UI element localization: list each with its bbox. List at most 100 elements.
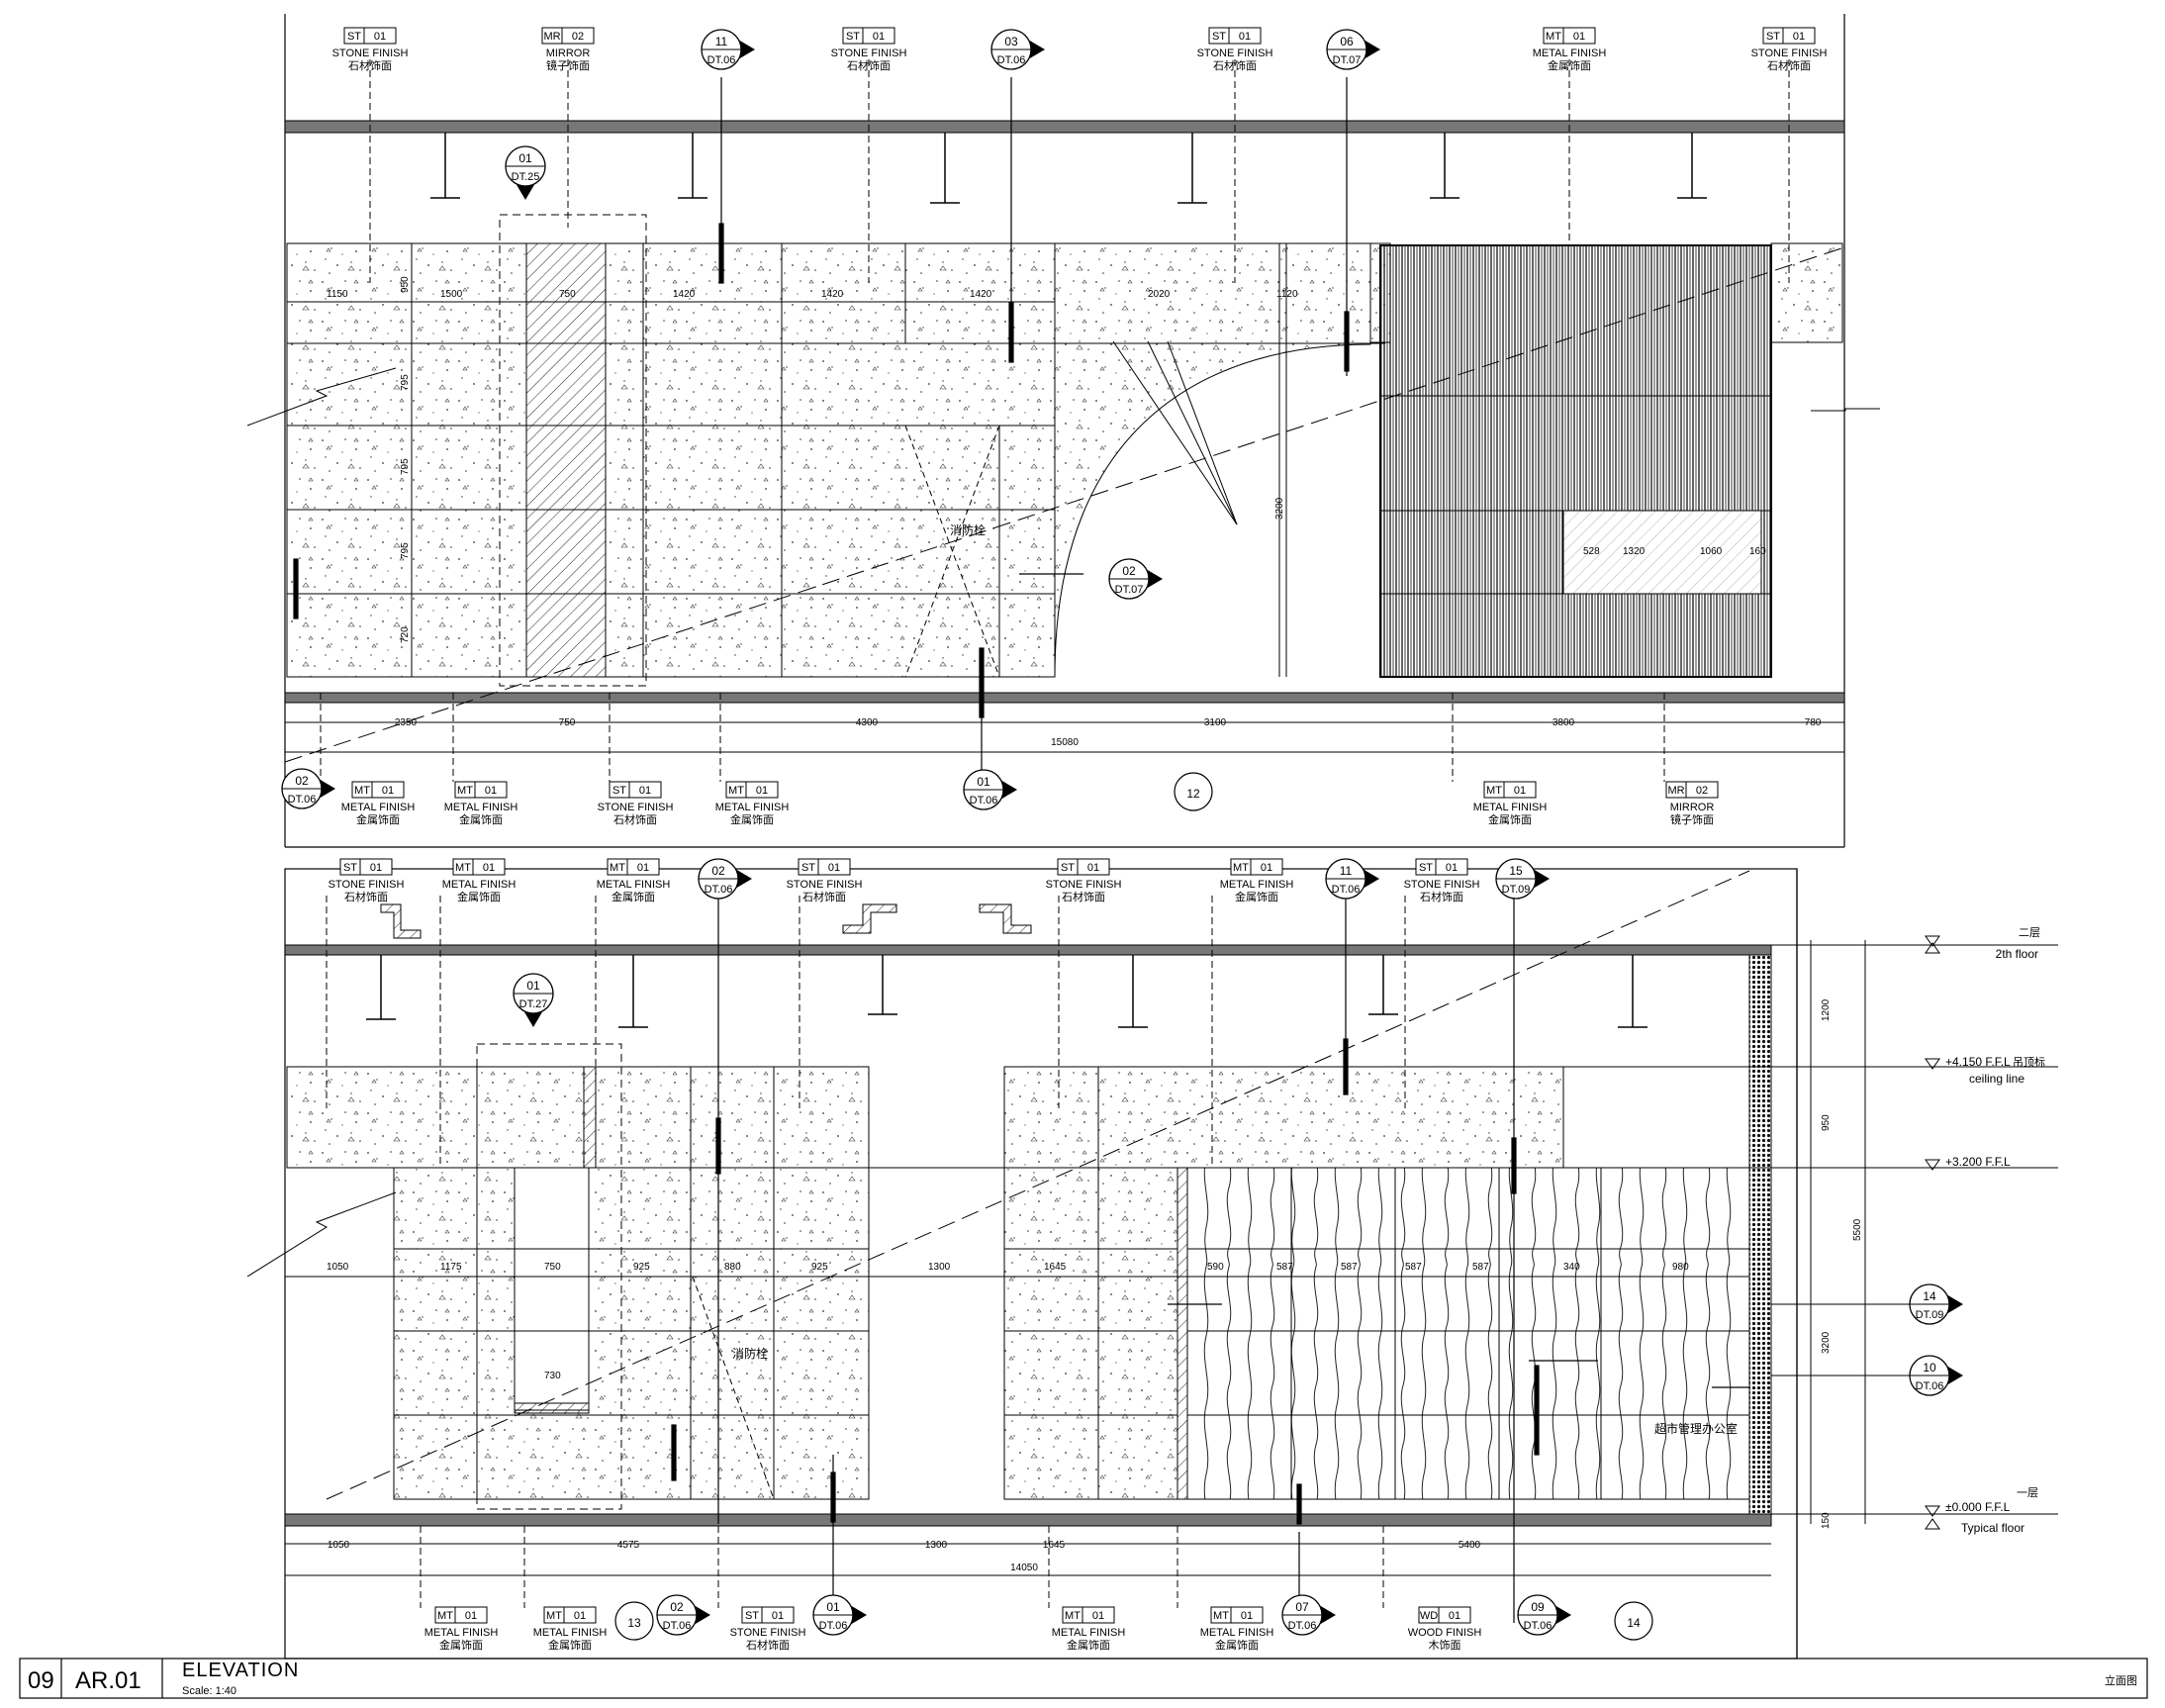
sheet-frames <box>19 14 2148 1699</box>
finish-name: METAL FINISH <box>597 879 671 891</box>
detail-reference: DT.09 <box>1916 1309 1944 1321</box>
finish-name-cn: 石材饰面 <box>746 1638 790 1652</box>
lower-detail-stems <box>671 896 1749 1623</box>
detail-number: 01 <box>977 775 990 789</box>
upper-dim-6: 780 <box>1805 717 1822 728</box>
level-dim: 950 <box>1821 1114 1832 1131</box>
lower-dim-2: 4575 <box>617 1540 640 1551</box>
upper-row-dim: 2020 <box>1148 289 1171 300</box>
finish-number: 01 <box>485 785 497 797</box>
finish-code: MT <box>1213 1610 1229 1622</box>
upper-dim-5: 3800 <box>1553 717 1575 728</box>
finish-name: STONE FINISH <box>730 1627 806 1639</box>
finish-name: METAL FINISH <box>341 802 416 813</box>
lower-row-dim: 880 <box>724 1262 741 1273</box>
finish-code: ST <box>846 31 860 43</box>
finish-name-cn: 金属饰面 <box>459 812 503 826</box>
lower-dim-total: 14050 <box>1010 1563 1038 1573</box>
upper-row-dim: 1120 <box>1276 289 1298 300</box>
upper-row-dim: 1420 <box>673 289 696 300</box>
upper-detail-stems <box>293 77 1350 780</box>
detail-number: 03 <box>1004 35 1018 48</box>
lower-dim-1: 1050 <box>328 1540 350 1551</box>
title-block: 09 AR.01 ELEVATION Scale: 1:40 立面图 <box>28 1660 2137 1697</box>
finish-name: STONE FINISH <box>332 47 409 59</box>
drawing-scale: Scale: 1:40 <box>182 1685 236 1697</box>
finish-name: METAL FINISH <box>442 879 517 891</box>
detail-number: 11 <box>1340 864 1353 878</box>
finish-number: 01 <box>1092 1610 1104 1622</box>
upper-dimensions: 2350 750 4300 3100 3800 780 15080 1150 1… <box>327 276 1822 748</box>
finish-code: ST <box>343 862 357 874</box>
finish-name-cn: 石材饰面 <box>1213 58 1257 72</box>
upper-small-dim: 160 <box>1749 546 1766 557</box>
level-ceiling-value: +4.150 F.F.L <box>1945 1055 2011 1069</box>
finish-code: MT <box>354 785 370 797</box>
detail-reference: DT.06 <box>707 54 736 66</box>
finish-number: 01 <box>374 31 386 43</box>
finish-name: STONE FINISH <box>831 47 907 59</box>
lower-row-dim: 1645 <box>1044 1262 1067 1273</box>
lower-dimensions: 1050 4575 1300 1645 5400 14050 1050 1175… <box>327 926 2045 1573</box>
lower-row-dim: 1050 <box>327 1262 349 1273</box>
detail-number: 02 <box>1122 564 1136 578</box>
detail-number: 06 <box>1340 35 1354 48</box>
finish-name-cn: 石材饰面 <box>1062 890 1105 903</box>
finish-number: 01 <box>1449 1610 1460 1622</box>
finish-name-cn: 石材饰面 <box>847 58 891 72</box>
detail-reference: DT.06 <box>970 795 998 807</box>
finish-code: MT <box>455 862 471 874</box>
finish-code: MR <box>1667 785 1684 797</box>
finish-name-cn: 镜子饰面 <box>546 58 590 72</box>
finish-name: STONE FINISH <box>329 879 405 891</box>
finish-number: 01 <box>370 862 382 874</box>
upper-small-dim: 528 <box>1583 546 1600 557</box>
finish-name: STONE FINISH <box>1751 47 1828 59</box>
finish-code: ST <box>745 1610 759 1622</box>
sheet-number: 09 <box>28 1667 54 1694</box>
detail-reference: DT.07 <box>1115 584 1144 596</box>
level-2f-en: 2th floor <box>1996 947 2038 961</box>
upper-dim-1: 2350 <box>395 717 418 728</box>
grid-label: 13 <box>627 1616 641 1630</box>
finish-number: 01 <box>1241 1610 1253 1622</box>
upper-v-dim: 795 <box>400 542 411 559</box>
finish-code: MT <box>437 1610 453 1622</box>
finish-number: 01 <box>1261 862 1272 874</box>
level-ground-value: ±0.000 F.F.L <box>1945 1500 2011 1514</box>
detail-number: 07 <box>1295 1600 1309 1614</box>
level-ground-cn: 一层 <box>2017 1486 2038 1499</box>
grid-bubble: 13 <box>614 1601 654 1641</box>
grid-label: 12 <box>1186 787 1200 801</box>
finish-name-cn: 金属饰面 <box>1067 1638 1110 1652</box>
level-dim: 150 <box>1821 1512 1832 1529</box>
upper-height-dim: 3200 <box>1274 497 1285 520</box>
detail-number: 14 <box>1923 1289 1936 1303</box>
finish-number: 01 <box>772 1610 784 1622</box>
level-3200-value: +3.200 F.F.L <box>1945 1155 2011 1169</box>
lower-row-dim: 925 <box>811 1262 828 1273</box>
finish-code: ST <box>612 785 626 797</box>
finish-name: METAL FINISH <box>1220 879 1294 891</box>
finish-name: METAL FINISH <box>1200 1627 1274 1639</box>
